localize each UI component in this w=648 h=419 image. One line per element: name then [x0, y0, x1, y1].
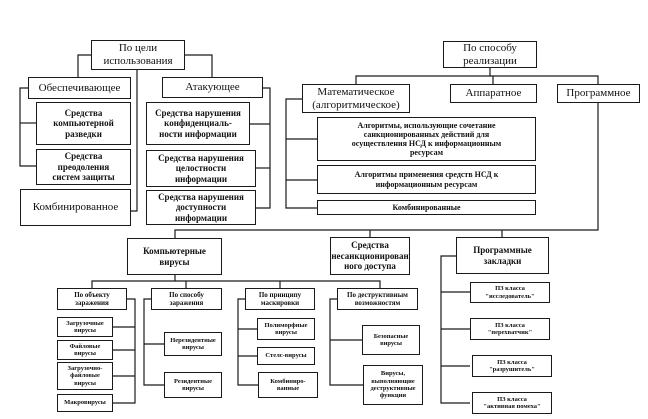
sanctioned-actions-algorithms-node: Алгоритмы, использующие сочетание санкци… — [317, 117, 536, 161]
connector — [237, 298, 258, 386]
availability-breach-node: Средства нарушения доступности информаци… — [146, 190, 256, 225]
connector — [329, 298, 363, 386]
destructive-viruses-node: Вирусы, выполняющие деструктивные функци… — [363, 365, 423, 405]
combined-algorithms-node: Комбинированные — [317, 200, 536, 215]
node-label: Комбинированное — [32, 201, 119, 214]
connector — [131, 70, 138, 212]
node-label: Средства нарушения целостности информаци… — [158, 152, 244, 184]
bookmark-researcher-node: ПЗ класса "исследователь" — [470, 282, 550, 303]
node-label: По деструктивным возможностям — [347, 290, 408, 307]
node-label: По объекту заражения — [74, 290, 110, 307]
node-label: По принципу маскировки — [258, 290, 302, 307]
by-infection-object-node: По объекту заражения — [57, 288, 127, 310]
by-masking-principle-node: По принципу маскировки — [245, 288, 315, 310]
connector — [143, 298, 164, 386]
node-label: Алгоритмы, использующие сочетание санкци… — [351, 120, 502, 158]
resident-viruses-node: Резидентные вирусы — [164, 372, 222, 398]
node-label: Компьютерные вирусы — [143, 246, 206, 267]
node-label: Полиморфные вирусы — [264, 321, 308, 336]
polymorphic-viruses-node: Полиморфные вирусы — [257, 318, 315, 340]
computer-viruses-node: Компьютерные вирусы — [127, 238, 222, 275]
integrity-breach-node: Средства нарушения целостности информаци… — [146, 150, 256, 187]
hardware-node: Аппаратное — [450, 84, 537, 103]
node-label: Комбинированные — [392, 202, 461, 212]
connector — [113, 298, 136, 404]
node-label: Программные закладки — [473, 245, 532, 266]
combined-masking-viruses-node: Комбиниро- ванные — [258, 372, 318, 398]
reconnaissance-tools-node: Средства компьютерной разведки — [36, 102, 131, 145]
node-label: Загрузочные вирусы — [66, 319, 104, 334]
harmless-viruses-node: Безопасные вирусы — [362, 325, 420, 355]
node-label: Безопасные вирусы — [373, 332, 409, 347]
software-bookmarks-node: Программные закладки — [456, 237, 549, 274]
unauthorized-access-tools-node: Средства несанкционирован ного доступа — [330, 237, 410, 275]
node-label: Вирусы, выполняющие деструктивные функци… — [370, 370, 416, 400]
node-label: Файловые вирусы — [69, 342, 101, 357]
connector — [185, 54, 213, 77]
node-label: Атакующее — [185, 81, 240, 94]
bookmark-destroyer-node: ПЗ класса "разрушитель" — [472, 355, 552, 377]
node-label: Алгоритмы применения средств НСД к инфор… — [354, 170, 499, 189]
connector — [77, 54, 91, 77]
node-label: ПЗ класса "активная помеха" — [483, 395, 541, 410]
bookmark-interceptor-node: ПЗ класса "перехватчик" — [470, 318, 550, 340]
node-label: Резидентные вирусы — [174, 377, 212, 392]
node-label: Средства нарушения конфиденциаль- ности … — [155, 107, 241, 139]
node-label: Средства несанкционирован ного доступа — [331, 240, 409, 272]
by-infection-method-node: По способу заражения — [151, 288, 222, 310]
node-label: По цели использования — [103, 42, 173, 67]
node-label: Средства преодоления систем защиты — [52, 151, 115, 183]
connector — [91, 275, 176, 288]
connector — [490, 75, 599, 84]
node-label: Средства нарушения доступности информаци… — [158, 191, 244, 223]
node-label: Стелс-вирусы — [265, 352, 307, 360]
by-destructive-capability-node: По деструктивным возможностям — [337, 288, 418, 310]
stealth-viruses-node: Стелс-вирусы — [257, 347, 315, 365]
node-label: Аппаратное — [465, 87, 522, 100]
file-viruses-node: Файловые вирусы — [57, 340, 113, 360]
providing-node: Обеспечивающее — [28, 77, 131, 99]
bookmark-active-interference-node: ПЗ класса "активная помеха" — [472, 392, 552, 414]
node-label: По способу реализации — [463, 41, 517, 67]
nsd-tools-algorithms-node: Алгоритмы применения средств НСД к инфор… — [317, 165, 536, 194]
node-label: По способу заражения — [169, 290, 204, 307]
node-label: Программное — [566, 87, 631, 100]
boot-file-viruses-node: Загрузочно- файловые вирусы — [57, 362, 113, 390]
attacking-node: Атакующее — [162, 77, 263, 98]
node-label: Средства компьютерной разведки — [53, 107, 114, 139]
boot-viruses-node: Загрузочные вирусы — [57, 317, 113, 337]
implementation-method-node: По способу реализации — [443, 41, 537, 68]
mathematical-node: Математическое (алгоритмическое) — [302, 84, 410, 113]
protection-bypass-node: Средства преодоления систем защиты — [36, 149, 131, 185]
node-label: Макровирусы — [64, 399, 106, 407]
node-label: ПЗ класса "разрушитель" — [489, 358, 535, 373]
connector — [355, 68, 491, 84]
connector — [256, 87, 271, 209]
combined-usage-node: Комбинированное — [20, 189, 131, 226]
node-label: Комбиниро- ванные — [270, 377, 306, 392]
connector — [174, 103, 599, 238]
connector — [175, 280, 381, 288]
connector — [285, 98, 317, 209]
confidentiality-breach-node: Средства нарушения конфиденциаль- ности … — [146, 102, 250, 145]
node-label: Математическое (алгоритмическое) — [312, 85, 400, 111]
software-node: Программное — [557, 84, 640, 103]
node-label: Обеспечивающее — [38, 81, 121, 94]
node-label: Нерезидентные вирусы — [170, 336, 216, 351]
connector — [19, 87, 36, 167]
node-label: Загрузочно- файловые вирусы — [67, 364, 103, 387]
node-label: ПЗ класса "перехватчик" — [487, 321, 533, 336]
nonresident-viruses-node: Нерезидентные вирусы — [164, 332, 222, 356]
macroviruses-node: Макровирусы — [57, 394, 113, 412]
node-label: ПЗ класса "исследователь" — [485, 285, 535, 300]
usage-purpose-node: По цели использования — [91, 40, 185, 70]
